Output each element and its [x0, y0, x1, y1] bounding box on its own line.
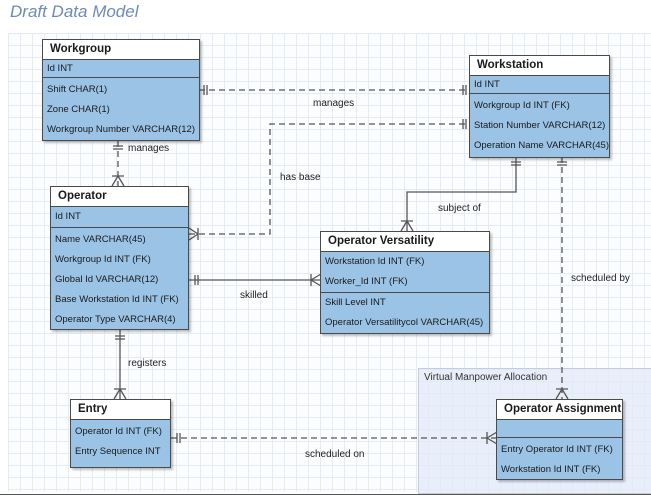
- entity-field: Zone CHAR(1): [47, 104, 110, 115]
- entity-title-entry: Entry: [71, 400, 170, 420]
- rel-label-workgroup-operator: manages: [128, 143, 170, 154]
- entity-field: Workstation Id INT (FK): [501, 464, 601, 475]
- entity-field: Base Workstation Id INT (FK): [55, 294, 179, 305]
- rel-line-operator-versatility[interactable]: [189, 273, 322, 287]
- entity-operator[interactable]: Operator Id INT Name VARCHAR(45) Workgro…: [50, 186, 189, 330]
- entity-field: Operation Name VARCHAR(45): [474, 140, 609, 151]
- entity-operator-assignment[interactable]: Operator Assignment Entry Operator Id IN…: [496, 399, 623, 480]
- rel-label-scheduled-by: scheduled by: [571, 273, 630, 284]
- entity-field: Shift CHAR(1): [47, 84, 108, 95]
- entity-key-field: Workstation Id INT (FK): [325, 256, 425, 267]
- entity-key-field: Operator Id INT (FK): [75, 426, 162, 437]
- rel-line-workgroup-operator[interactable]: [111, 141, 125, 187]
- entity-title-operator-versatility: Operator Versatility: [321, 232, 489, 252]
- entity-field: Workgroup Id INT (FK): [55, 254, 151, 265]
- entity-field: Global Id VARCHAR(12): [55, 274, 159, 285]
- rel-label-registers: registers: [128, 358, 167, 369]
- rel-label-has-base: has base: [280, 172, 321, 183]
- rel-line-workstation-assignment[interactable]: [555, 157, 569, 400]
- entity-title-workgroup: Workgroup: [43, 40, 199, 60]
- entity-field: Name VARCHAR(45): [55, 234, 146, 245]
- entity-empty-key-row: [497, 420, 622, 438]
- entity-field: Operator Type VARCHAR(4): [55, 314, 176, 325]
- entity-pk-field: Id INT: [43, 60, 199, 78]
- entity-field: Entry Operator Id INT (FK): [501, 444, 613, 455]
- rel-line-entry-assignment[interactable]: [171, 431, 498, 445]
- rel-label-workgroup-workstation: manages: [313, 98, 355, 109]
- entity-workgroup[interactable]: Workgroup Id INT Shift CHAR(1) Zone CHAR…: [42, 39, 200, 141]
- rel-line-operator-base-workstation[interactable]: [188, 119, 470, 241]
- entity-key-field: Entry Sequence INT: [75, 446, 161, 457]
- entity-key-field: Worker_Id INT (FK): [321, 272, 489, 293]
- entity-field: Station Number VARCHAR(12): [474, 120, 606, 131]
- entity-operator-versatility[interactable]: Operator Versatility Workstation Id INT …: [320, 231, 490, 334]
- entity-pk-field: Id INT: [51, 207, 188, 228]
- region-label: Virtual Manpower Allocation: [424, 372, 548, 383]
- rel-line-workgroup-workstation[interactable]: [199, 85, 470, 95]
- entity-entry[interactable]: Entry Operator Id INT (FK) Entry Sequenc…: [70, 399, 171, 468]
- rel-label-skilled: skilled: [240, 290, 268, 301]
- diagram-title: Draft Data Model: [10, 2, 139, 21]
- rel-line-operator-entry[interactable]: [113, 330, 127, 400]
- entity-field: Skill Level INT: [325, 297, 386, 308]
- entity-workstation[interactable]: Workstation Id INT Workgroup Id INT (FK)…: [469, 55, 610, 158]
- bottom-rule: [0, 494, 651, 495]
- entity-title-operator: Operator: [51, 187, 188, 207]
- entity-field: Operator Versatilitycol VARCHAR(45): [325, 317, 484, 328]
- rel-line-workstation-versatility[interactable]: [400, 157, 521, 232]
- entity-field: Workgroup Id INT (FK): [474, 100, 570, 111]
- entity-title-workstation: Workstation: [470, 56, 609, 76]
- rel-label-scheduled-on: scheduled on: [305, 449, 365, 460]
- entity-pk-field: Id INT: [470, 76, 609, 94]
- rel-label-subject-of: subject of: [438, 203, 481, 214]
- entity-title-operator-assignment: Operator Assignment: [497, 400, 622, 420]
- entity-field: Workgroup Number VARCHAR(12): [47, 124, 195, 135]
